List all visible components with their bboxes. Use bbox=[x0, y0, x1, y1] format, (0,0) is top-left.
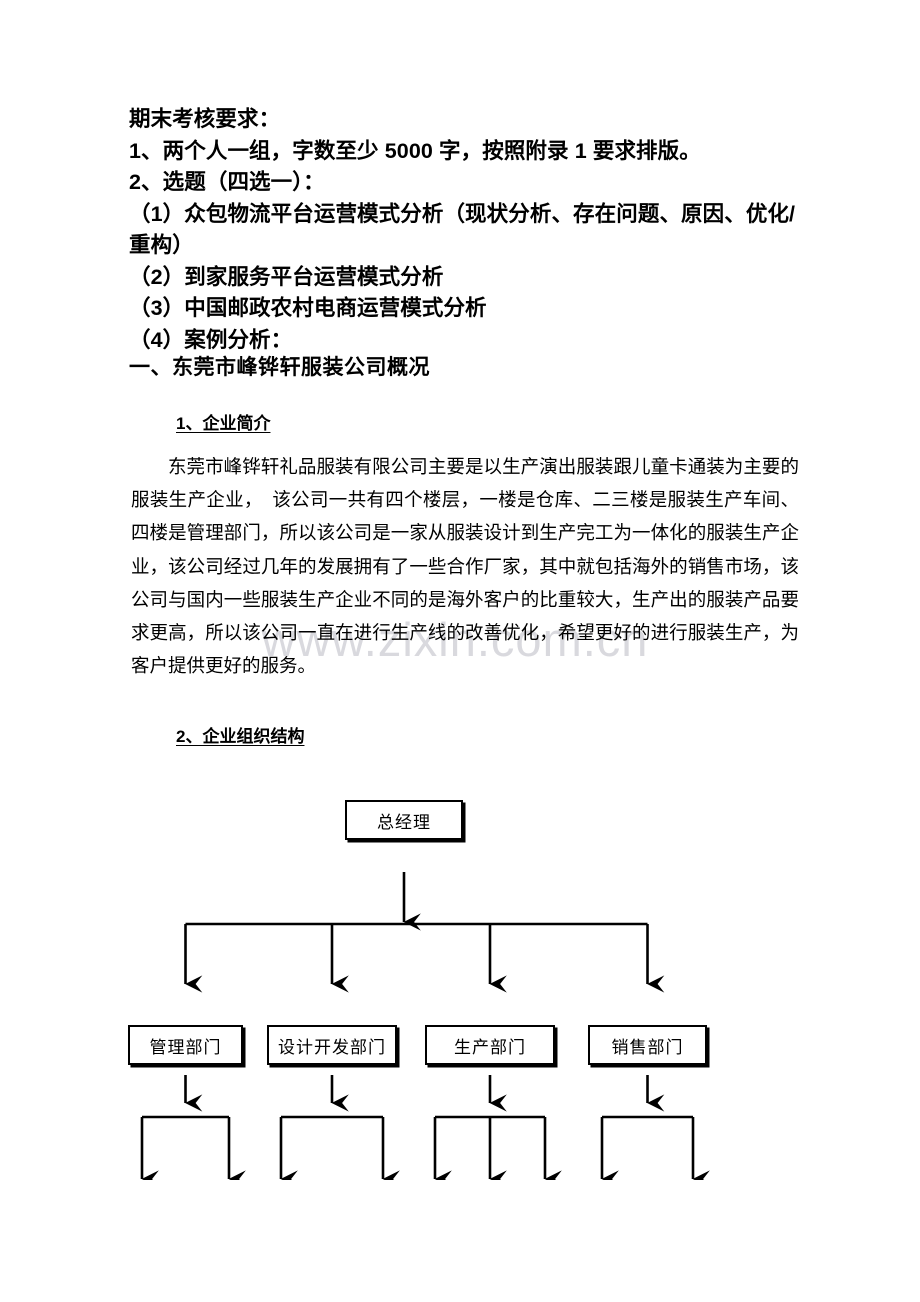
section-heading-company-overview: 一、东莞市峰铧轩服装公司概况 bbox=[129, 356, 430, 379]
org-box-department-1: 管理部门 bbox=[128, 1025, 243, 1065]
organization-chart: 总经理管理部门 设计开发部门 生产部门 销售部门 bbox=[0, 780, 920, 1180]
requirement-item-2: 2、选题（四选一）： bbox=[129, 170, 325, 194]
subsection-heading-org-structure: 2、企业组织结构 bbox=[176, 727, 305, 746]
requirement-item-5: （3）中国邮政农村电商运营模式分析 bbox=[129, 296, 487, 320]
org-box-label: 销售部门 bbox=[611, 1037, 684, 1057]
exam-requirements-block: 期末考核要求： 1、两个人一组，字数至少 5000 字，按照附录 1 要求排版。… bbox=[129, 104, 809, 356]
company-intro-paragraph: 东莞市峰铧轩礼品服装有限公司主要是以生产演出服装跟儿童卡通装为主要的服装生产企业… bbox=[131, 458, 799, 678]
subsection-heading-company-profile: 1、企业简介 bbox=[176, 414, 271, 433]
org-box-label: 设计开发部门 bbox=[278, 1037, 386, 1057]
org-box-department-3: 生产部门 bbox=[425, 1025, 555, 1065]
org-box-label: 总经理 bbox=[377, 812, 431, 832]
requirement-item-1: 1、两个人一组，字数至少 5000 字，按照附录 1 要求排版。 bbox=[129, 138, 701, 163]
requirement-item-3: （1）众包物流平台运营模式分析（现状分析、存在问题、原因、优化/重构） bbox=[129, 201, 796, 258]
requirement-item-4: （2）到家服务平台运营模式分析 bbox=[129, 264, 444, 289]
org-box-label: 管理部门 bbox=[149, 1037, 222, 1057]
org-box-label: 生产部门 bbox=[454, 1037, 526, 1057]
watermark-text: www.zixin.com.cn bbox=[261, 613, 649, 666]
requirements-heading: 期末考核要求： bbox=[129, 107, 281, 131]
org-box-department-2: 设计开发部门 bbox=[267, 1025, 397, 1065]
org-chart-connectors bbox=[140, 872, 710, 1180]
org-box-department-4: 销售部门 bbox=[588, 1025, 707, 1065]
org-box-root: 总经理 bbox=[345, 800, 463, 840]
requirement-item-6: （4）案例分析： bbox=[129, 327, 293, 352]
